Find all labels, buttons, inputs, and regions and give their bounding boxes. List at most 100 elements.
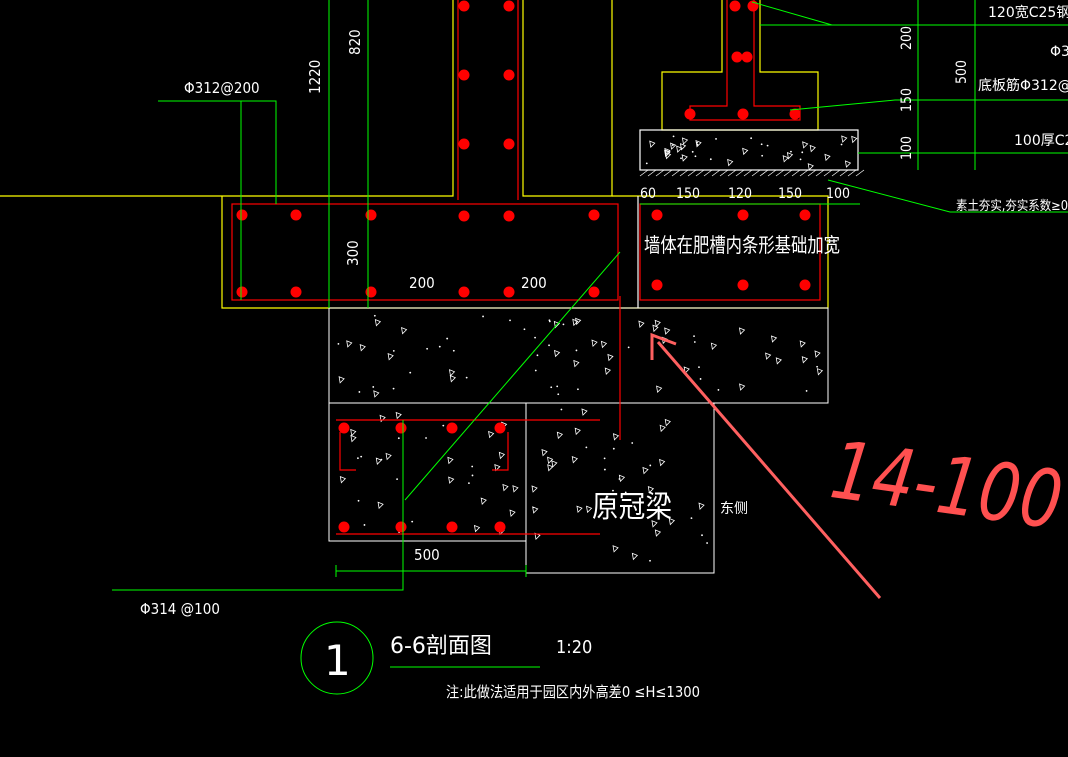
concrete-speckle [350,428,357,437]
concrete-speckle [547,464,554,472]
rebar-dot [458,0,470,12]
concrete-speckle [742,147,749,156]
concrete-speckle [739,383,746,391]
concrete-speckle [534,369,537,372]
dim-label-300: 300 [344,240,362,266]
concrete-speckle [358,391,361,393]
concrete-speckle [710,342,718,351]
concrete-speckle [659,424,666,433]
dimension-lines [112,0,1068,695]
soil-hatch-line [735,169,745,177]
concrete-speckle [790,150,792,153]
concrete-speckle [442,424,445,427]
rebar-dot [789,108,801,120]
concrete-speckle [809,144,816,153]
concrete-speckle [551,460,558,468]
concrete-speckle [338,376,345,384]
concrete-speckle [360,455,363,458]
concrete-speckle [600,340,608,349]
concrete-speckle [618,474,626,483]
soil-hatch-line [823,169,833,177]
rebar-dot [737,108,749,120]
rebar-dot [741,51,753,63]
rebar-label-bottom-left: Φ314 @100 [140,600,220,618]
concrete-speckle [649,559,651,562]
rebar-dot [799,209,811,221]
concrete-speckle [534,336,536,339]
concrete-speckle [363,524,366,526]
concrete-speckle [556,431,564,440]
rebar-dot [737,209,749,221]
dim-label-right-500: 500 [954,60,970,84]
right-label-soil: 素土夯实,夯实系数≥0 [956,199,1068,214]
concrete-speckle [695,140,702,148]
concrete-speckle [357,457,359,460]
concrete-speckle [799,340,806,348]
rebar-label-top-left: Φ312@200 [184,79,260,97]
concrete-speckle [693,335,695,338]
hook-left [339,432,356,471]
rebar-dot [458,138,470,150]
leader-bottom-bar [789,99,1068,111]
concrete-speckle [786,152,794,160]
section-note: 注:此做法适用于园区内外高差0 ≤H≤1300 [446,683,700,701]
soil-hatch-line [855,169,865,177]
concrete-speckle [665,151,672,160]
concrete-speckle [642,466,649,475]
concrete-speckle [799,158,802,161]
rebar-dot [494,422,506,434]
concrete-speckle [392,387,395,390]
concrete-speckle [397,437,400,440]
rebar-dot [503,286,515,298]
dim-label-200-left: 200 [409,274,435,292]
concrete-speckle [676,145,683,153]
soil-hatch-line [767,169,777,177]
right-label-c25: 120宽C25钢 [988,4,1068,21]
concrete-speckle [448,476,455,484]
handwritten-annotation: 14-100 [825,423,1068,547]
concrete-speckle [841,135,848,143]
title-circle [300,621,374,695]
concrete-speckle [770,335,778,343]
concrete-speckle [372,386,375,388]
old-crown-beam-left [328,402,527,542]
crown-beam-rebar [336,296,621,535]
right-wall-rebar [689,0,801,121]
arrow-annotation [650,332,882,599]
soil-hatch-line [759,169,769,177]
section-title: 6-6剖面图 [390,634,492,659]
soil-hatch-line [671,169,681,177]
concrete-speckle [523,328,526,331]
concrete-speckle [509,509,516,517]
soil-hatch-line [775,169,785,177]
concrete-speckle [647,485,655,494]
soil-hatch-line [743,169,753,177]
concrete-speckle [575,317,582,326]
strip-dim-150a: 150 [676,186,700,202]
rebar-dot [494,521,506,533]
rebar-dot [684,108,696,120]
concrete-speckle [553,349,561,358]
rebar-dot [503,138,515,150]
concrete-speckle [775,357,782,365]
concrete-speckle [612,545,619,553]
concrete-speckle [624,491,627,494]
concrete-speckle [638,320,645,328]
concrete-speckle [765,352,772,360]
concrete-speckle [541,448,548,457]
concrete-speckle [488,430,495,439]
cushion-layer [639,129,859,171]
right-label-100-thick: 100厚C2 [1014,133,1068,149]
concrete-speckle [346,340,353,348]
rebar-dot [395,422,407,434]
concrete-speckle [664,418,671,427]
concrete-speckle [604,367,611,375]
concrete-speckle [698,366,700,369]
concrete-speckle [586,505,593,514]
concrete-speckle [645,162,648,165]
leader-wall-note [404,251,621,501]
concrete-speckle [652,324,659,333]
concrete-speckle [425,437,427,439]
dim-label-500-bottom: 500 [414,546,440,564]
concrete-speckle [607,353,614,362]
